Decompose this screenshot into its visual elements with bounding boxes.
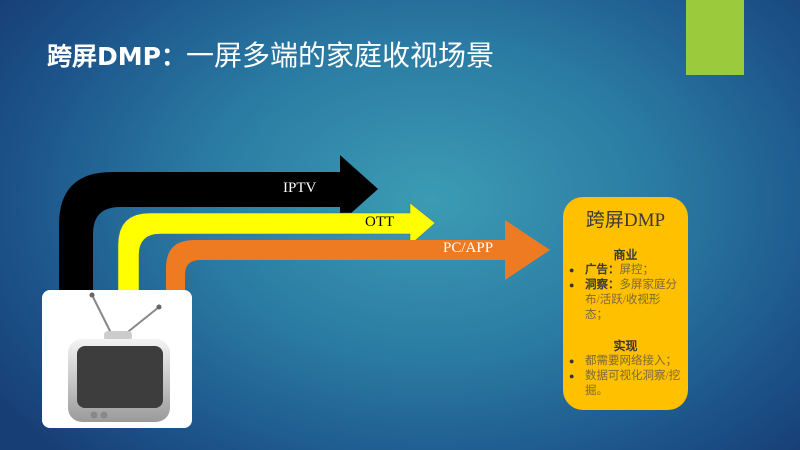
iptv-label: IPTV: [283, 180, 317, 196]
business-heading: 商业: [613, 248, 638, 262]
list-item: 都需要网络接入；: [569, 354, 682, 369]
pc-app-label: PC/APP: [443, 240, 494, 256]
business-list: 广告：屏控； 洞察：多屏家庭分布/活跃/收视形态；: [563, 263, 688, 323]
tv-image: [42, 290, 192, 428]
ott-arrow: [117, 202, 436, 293]
ott-label: OTT: [365, 214, 395, 230]
item-key: 广告：: [585, 264, 620, 276]
implementation-list: 都需要网络接入； 数据可视化洞察/挖掘。: [563, 354, 688, 399]
title-light: 一屏多端的家庭收视场景: [185, 39, 494, 72]
list-item: 洞察：多屏家庭分布/活跃/收视形态；: [569, 278, 682, 323]
list-item: 数据可视化洞察/挖掘。: [569, 369, 682, 399]
iptv-arrow: [59, 155, 378, 292]
pc-app-arrow: [166, 220, 550, 292]
cross-screen-dmp-box: 跨屏DMP 商业 广告：屏控； 洞察：多屏家庭分布/活跃/收视形态； 实现 都需…: [563, 197, 688, 410]
tv-icon: [68, 292, 170, 422]
slide-title: 跨屏DMP：一屏多端的家庭收视场景: [47, 34, 494, 74]
item-text: 屏控；: [619, 264, 655, 276]
item-key: 洞察：: [585, 279, 620, 291]
title-bold: 跨屏DMP：: [47, 42, 186, 71]
list-item: 广告：屏控；: [569, 263, 682, 278]
implementation-heading: 实现: [613, 339, 638, 353]
item-text: 多屏家庭分布/活跃/收视形态；: [585, 279, 677, 321]
accent-bar: [686, 0, 744, 75]
dmp-title: 跨屏DMP: [585, 210, 666, 231]
